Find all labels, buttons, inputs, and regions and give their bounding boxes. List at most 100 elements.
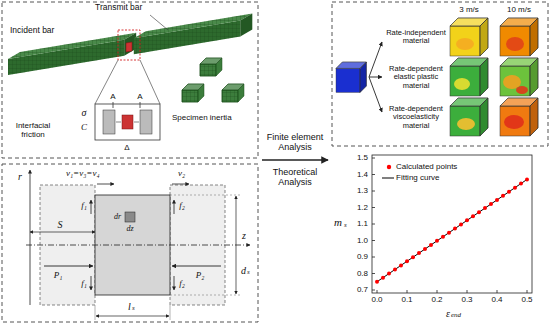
drawing-shape [450,58,488,96]
drawing-shape [372,257,375,258]
label: end [451,312,461,320]
drawing-shape [382,178,394,179]
drawing-shape [332,2,548,146]
drawing-shape [372,191,375,192]
drawing-shape [483,206,487,210]
label: 3 m/s [459,6,479,15]
drawing-shape [174,276,175,290]
drawing-shape [116,122,121,123]
drawing-shape [222,84,244,102]
legend-samples [382,165,394,178]
drawing-shape [95,104,160,140]
label: dr [114,213,121,222]
label: 1.0 [357,236,368,245]
label: Theoretical Analysis [262,168,328,188]
drawing-shape [140,110,152,134]
label: Incident bar [10,26,54,35]
drawing-shape [372,224,375,225]
drawing-shape [435,239,439,243]
drawing-shape [501,194,505,198]
fit-chart [372,155,532,293]
drawing-shape [467,290,468,293]
drawing-shape [407,290,408,293]
drawing-shape [113,102,114,108]
label: d [241,265,246,276]
drawing-shape [471,214,475,218]
drawing-shape [465,218,469,222]
drawing-shape [450,98,488,136]
label: Specimen inertia [172,114,232,123]
drawing-shape [377,179,527,281]
drawing-shape [393,267,397,271]
drawing-shape [527,290,528,293]
label: m [334,216,342,228]
drawing-shape [236,196,237,294]
drawing-shape [500,18,538,56]
drawing-shape [377,290,378,293]
drawing-shape [399,263,403,267]
drawing-shape [372,273,375,274]
label: v₂ [178,169,185,179]
label: S [58,219,63,230]
drawing-shape [375,280,379,284]
label: σ [82,107,87,118]
drawing-shape [200,58,222,76]
label: P₂ [196,271,205,281]
label: 0.3 [461,296,472,305]
drawing-shape [456,38,474,50]
drawing-shape [372,174,375,175]
legend-text: Fitting curve [396,174,440,183]
drawing-shape [417,251,421,255]
drawing-shape [125,212,135,222]
drawing-shape [172,266,221,267]
drawing-shape [118,30,140,60]
drawing-shape [95,60,118,104]
drawing-shape [8,33,136,59]
drawing-shape [2,164,258,322]
schematic-panel [2,164,258,322]
drawing-shape [457,118,475,130]
legend-text: Calculated points [396,163,457,172]
drawing-shape [500,58,538,96]
drawing-shape [170,195,240,196]
drawing-shape [437,290,438,293]
drawing-shape [441,235,445,239]
drawing-shape [170,295,240,296]
drawing-shape [507,190,511,194]
drawing-shape [387,165,391,169]
drawing-shape [423,247,427,251]
drawing-shape [134,14,253,39]
drawing-shape [134,14,253,39]
drawing-shape [372,290,375,291]
label: 0.8 [357,269,368,278]
label: C [81,123,87,133]
drawing-shape [240,14,252,37]
label: 1.1 [357,220,368,229]
label: 0.9 [357,253,368,262]
drawing-shape [95,305,96,320]
drawing-shape [506,37,524,51]
label: A [137,93,142,102]
drawing-shape [372,240,375,241]
drawing-shape [381,276,385,280]
label: 1.2 [357,203,368,212]
label: 0.0 [371,296,382,305]
drawing-shape [495,198,499,202]
drawing-shape [369,42,382,77]
drawing-shape [372,207,375,208]
label: 1.4 [357,170,368,179]
drawing-shape [450,18,488,56]
label: 0.2 [431,296,442,305]
drawing-shape [525,177,529,181]
drawing-shape [172,184,189,185]
label: z [242,230,246,241]
label: f₂ [179,279,185,289]
drawing-shape [150,15,168,30]
drawing-shape [372,155,532,293]
drawing-shape [140,60,160,104]
label: Interfacial friction [8,122,58,140]
label: v₁=v₃=v₄ [66,169,100,179]
label: 0.5 [521,296,532,305]
